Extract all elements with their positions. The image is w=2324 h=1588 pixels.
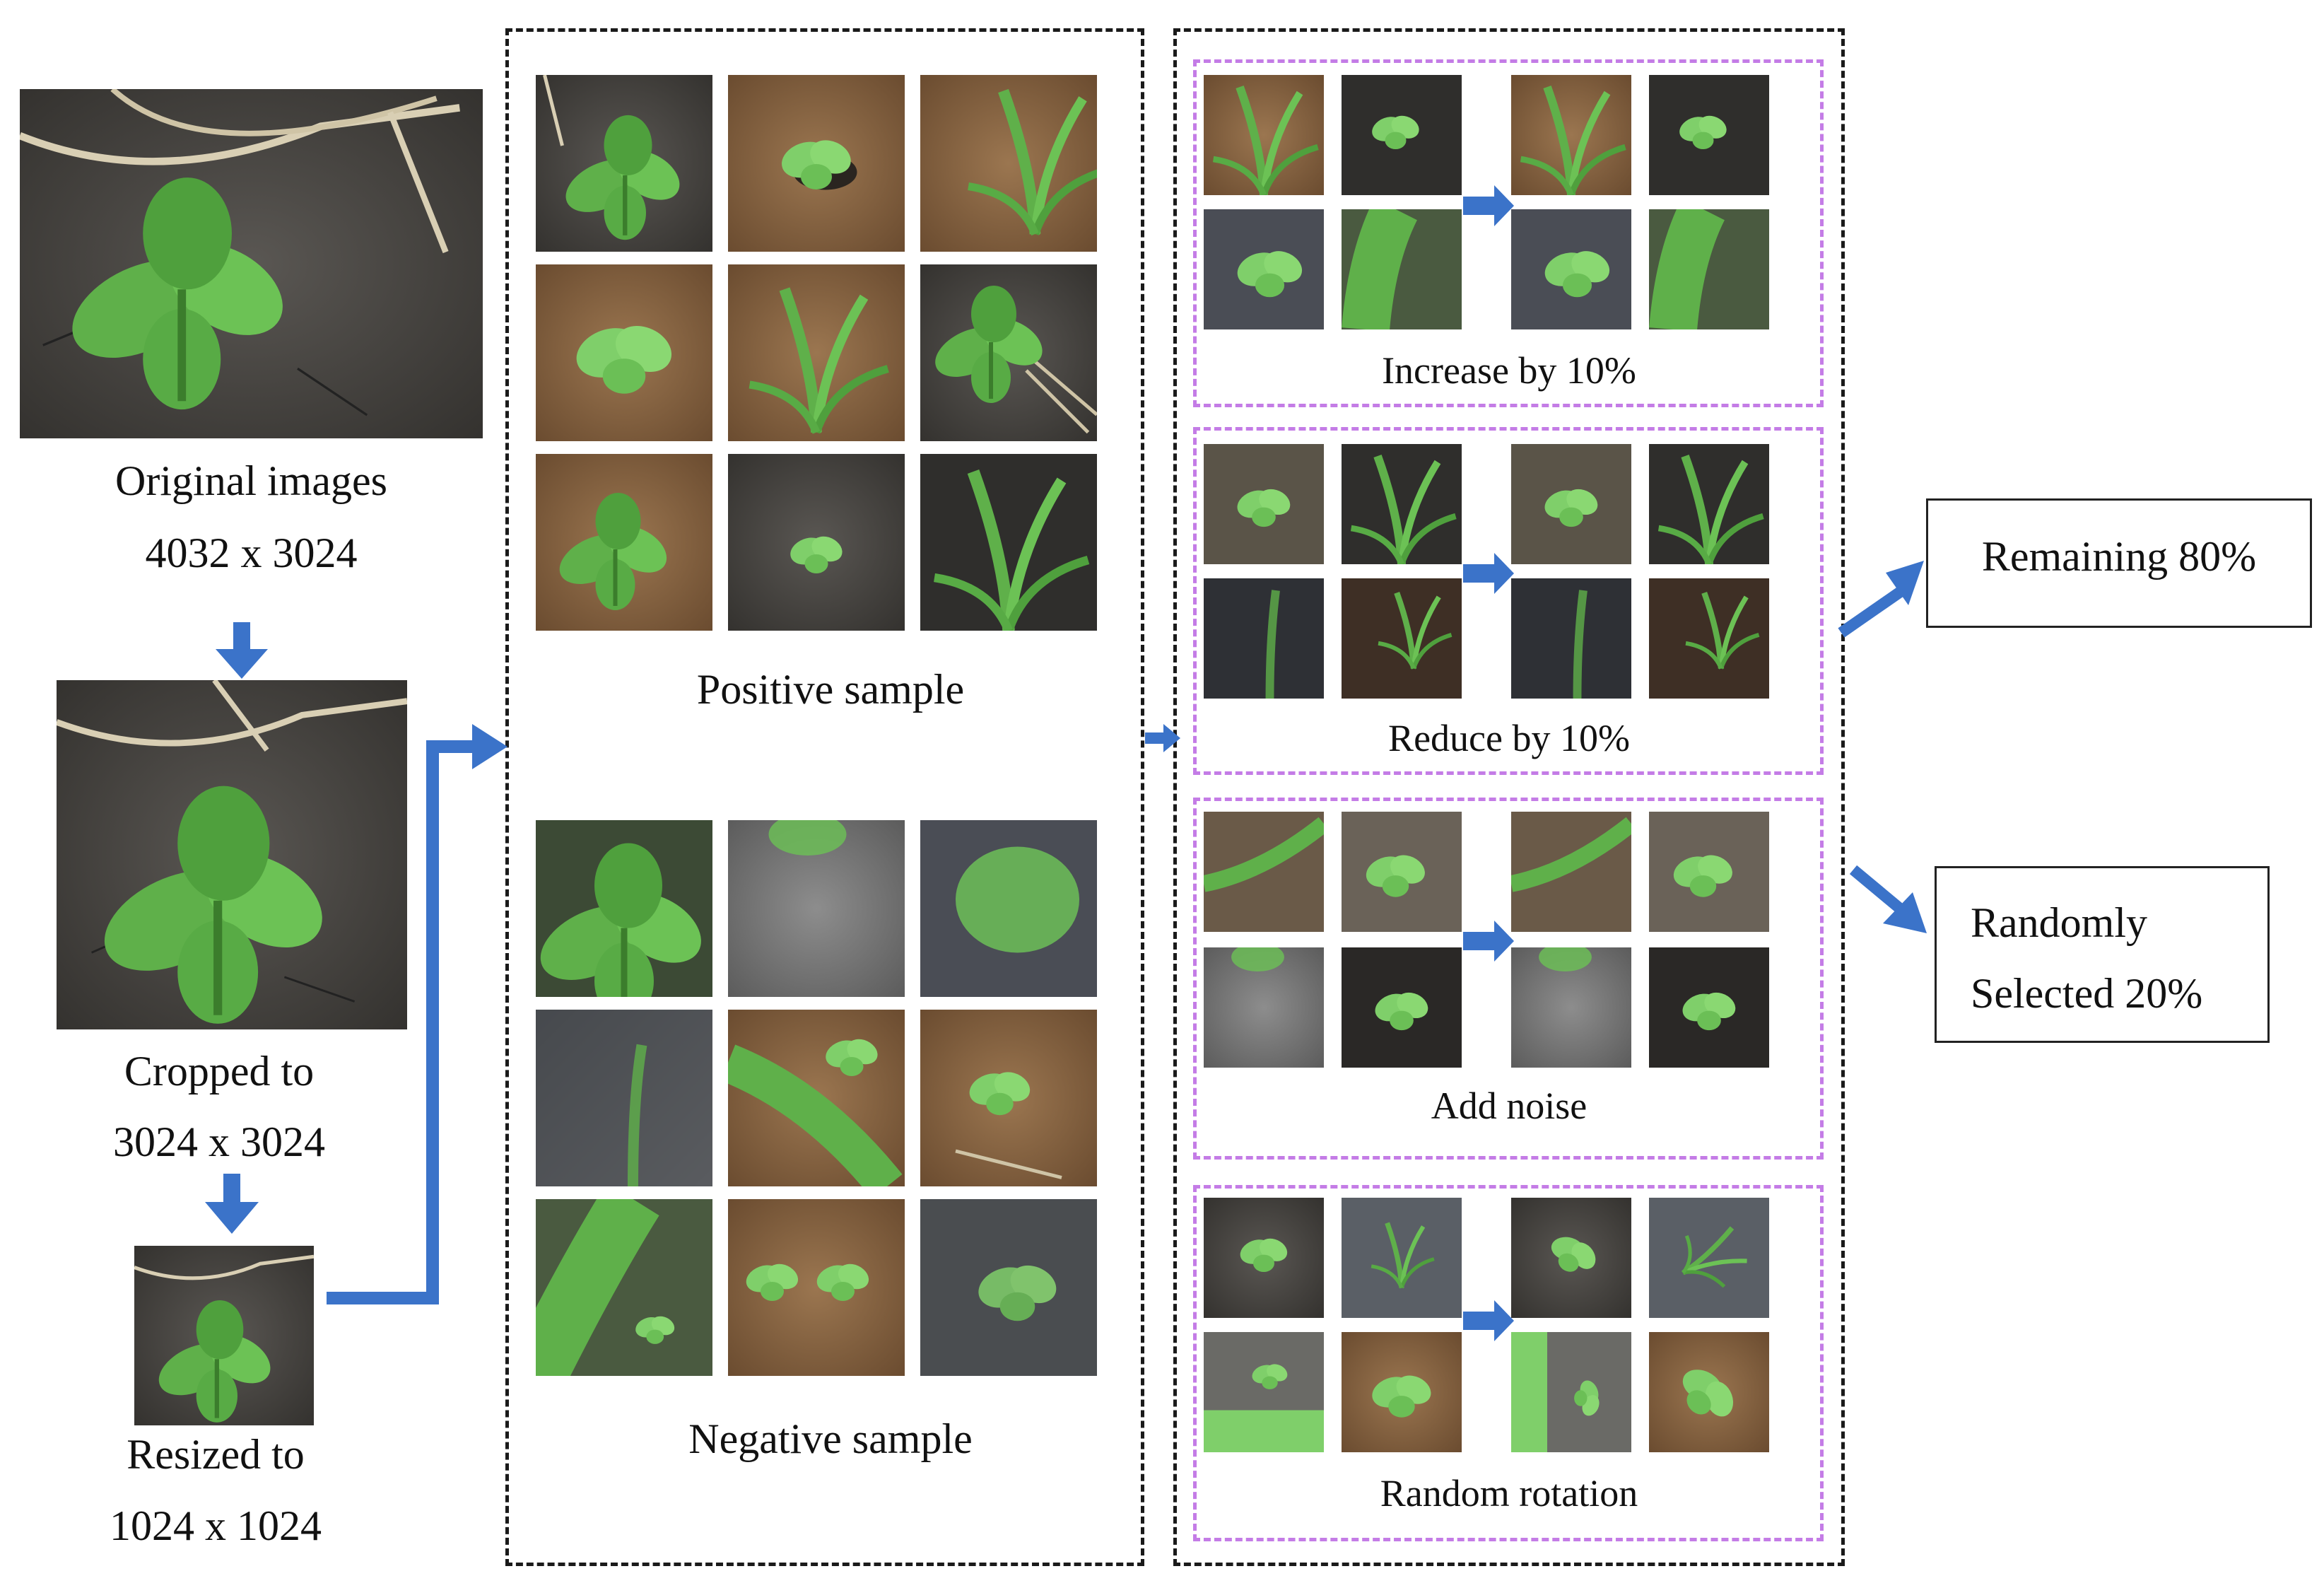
augment-tile [1511, 578, 1631, 699]
positive-tile [728, 75, 905, 252]
randomly-label-line1: Randomly [1971, 899, 2147, 946]
augment-tile [1511, 444, 1631, 564]
augmentation-panel [1173, 28, 1845, 1566]
augment-tile [1511, 1332, 1631, 1452]
augment-box-noise [1193, 798, 1824, 1160]
positive-tile [920, 264, 1097, 441]
positive-tile [920, 454, 1097, 631]
negative-tile [728, 1010, 905, 1186]
resized-label-line2: 1024 x 1024 [110, 1502, 322, 1549]
augment-tile [1204, 947, 1324, 1068]
augment-box-reduce [1193, 427, 1824, 775]
resized-label-line1: Resized to [127, 1431, 305, 1478]
augment-tile [1342, 209, 1462, 329]
augment-tile [1511, 1198, 1631, 1318]
augment-tile [1342, 75, 1462, 195]
augment-box-increase [1193, 59, 1824, 407]
randomly-selected-box [1935, 866, 2270, 1043]
original-label-line2: 4032 x 3024 [145, 530, 358, 576]
augment-tile [1649, 1198, 1769, 1318]
negative-tile [728, 1199, 905, 1376]
negative-sample-label: Negative sample [688, 1415, 973, 1462]
original-image [20, 89, 483, 438]
augment-tile [1511, 947, 1631, 1068]
negative-tile [920, 1010, 1097, 1186]
augment-tile [1649, 947, 1769, 1068]
cropped-label-line1: Cropped to [124, 1048, 315, 1094]
negative-tile [920, 820, 1097, 997]
augment-label-reduce: Reduce by 10% [1388, 717, 1630, 759]
augment-tile [1342, 578, 1462, 699]
negative-tile [920, 1199, 1097, 1376]
augment-box-rotation [1193, 1185, 1824, 1541]
augment-label-rotation: Random rotation [1380, 1472, 1638, 1514]
negative-tile [536, 1010, 712, 1186]
augment-tile [1204, 75, 1324, 195]
augment-tile [1204, 812, 1324, 932]
cropped-image [57, 680, 407, 1029]
augment-tile [1649, 1332, 1769, 1452]
positive-tile [728, 454, 905, 631]
augment-tile [1511, 209, 1631, 329]
resized-image [134, 1246, 314, 1425]
augment-tile [1204, 1332, 1324, 1452]
original-label-line1: Original images [115, 457, 387, 504]
augment-tile [1649, 444, 1769, 564]
augment-tile [1342, 1198, 1462, 1318]
augment-label-noise: Add noise [1431, 1085, 1588, 1127]
augment-tile [1649, 578, 1769, 699]
positive-tile [536, 454, 712, 631]
cropped-label-line2: 3024 x 3024 [113, 1119, 325, 1165]
down-arrow-icon [216, 622, 268, 679]
remaining-box [1926, 498, 2312, 628]
augment-tile [1342, 1332, 1462, 1452]
augment-tile [1649, 209, 1769, 329]
augment-tile [1204, 209, 1324, 329]
augment-tile [1511, 75, 1631, 195]
augment-tile [1649, 812, 1769, 932]
augment-tile [1204, 444, 1324, 564]
augment-tile [1342, 444, 1462, 564]
diagonal-arrow-icon [1838, 561, 1924, 638]
augment-tile [1342, 812, 1462, 932]
down-arrow-icon [205, 1174, 259, 1234]
negative-tile [536, 820, 712, 997]
augment-tile [1342, 947, 1462, 1068]
augment-tile [1204, 578, 1324, 699]
randomly-label-line2: Selected 20% [1971, 970, 2203, 1017]
positive-tile [920, 75, 1097, 252]
positive-tile [536, 75, 712, 252]
remaining-label: Remaining 80% [1981, 533, 2257, 580]
negative-tile [536, 1199, 712, 1376]
positive-sample-label: Positive sample [696, 666, 965, 713]
positive-tile [728, 264, 905, 441]
negative-tile [728, 820, 905, 997]
augment-tile [1204, 1198, 1324, 1318]
augment-tile [1649, 75, 1769, 195]
augment-tile [1511, 812, 1631, 932]
sample-panel [505, 28, 1144, 1566]
augment-label-increase: Increase by 10% [1382, 349, 1636, 392]
diagonal-arrow-icon [1849, 865, 1927, 933]
positive-tile [536, 264, 712, 441]
